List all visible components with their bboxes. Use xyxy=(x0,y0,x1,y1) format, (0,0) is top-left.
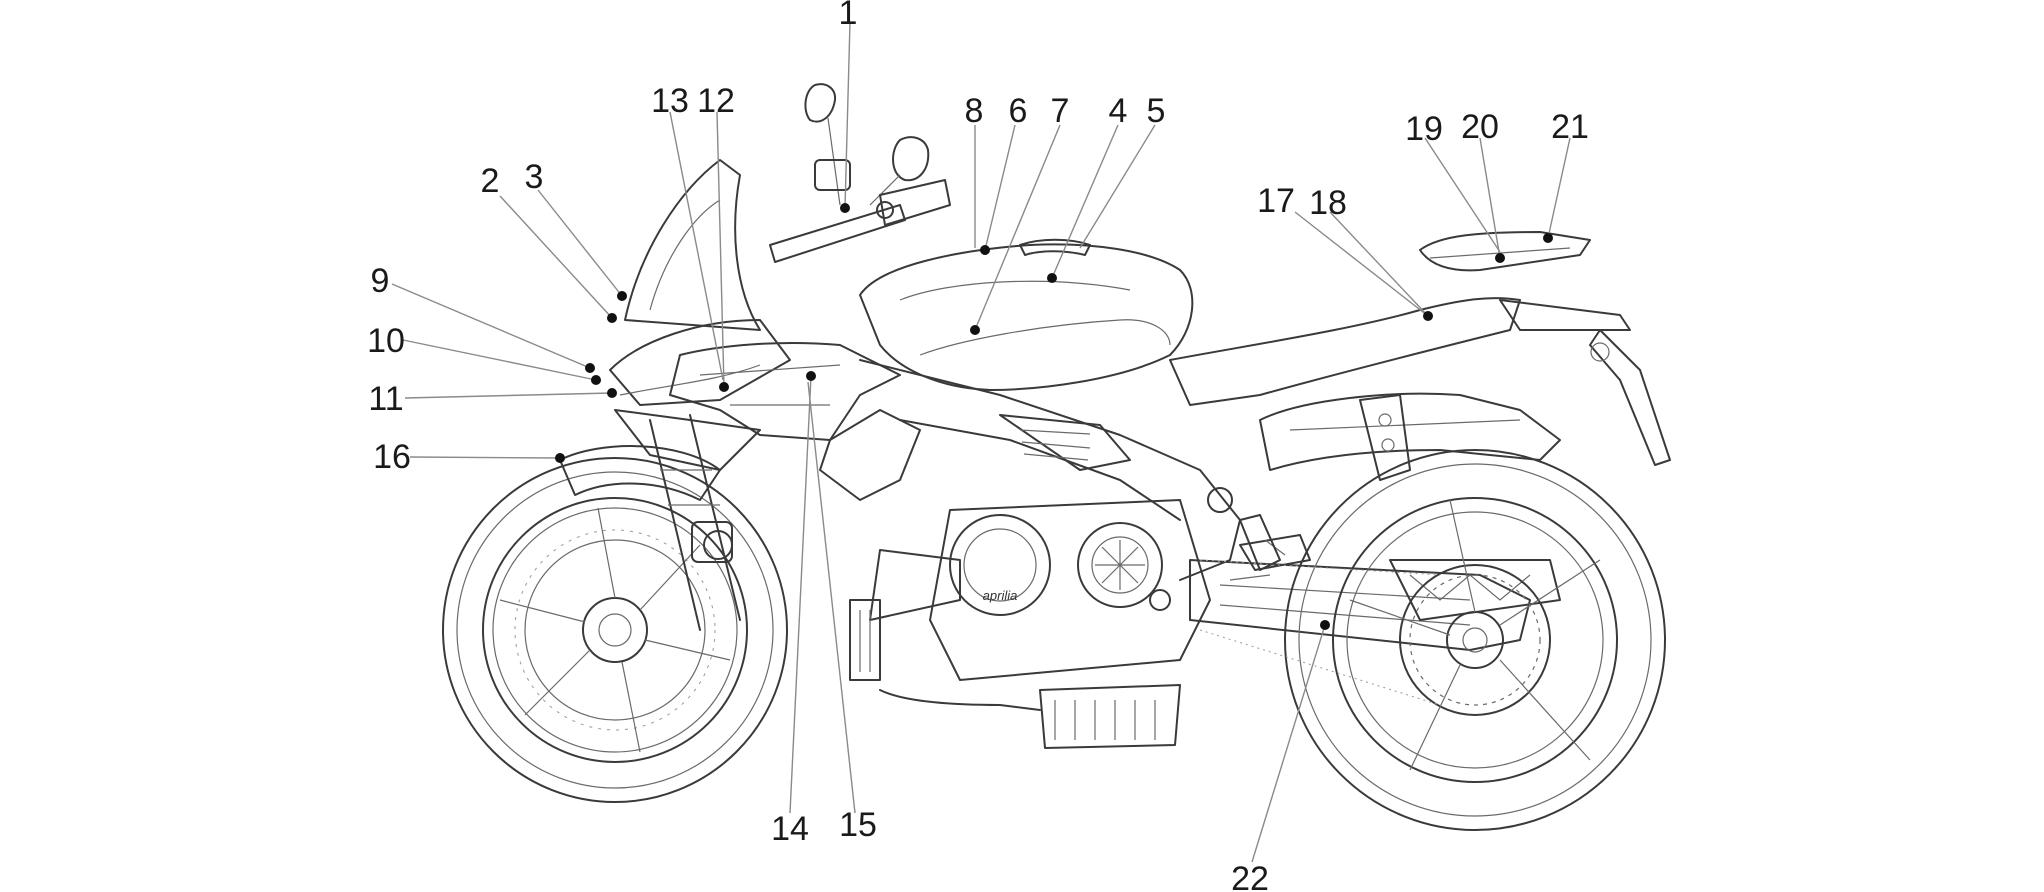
dot-5 xyxy=(980,245,990,255)
callout-13: 13 xyxy=(651,82,689,120)
callout-9: 9 xyxy=(371,262,390,300)
leader-16 xyxy=(409,456,561,459)
leader-9 xyxy=(391,283,591,369)
callout-18: 18 xyxy=(1309,184,1347,222)
dot-21 xyxy=(1543,233,1553,243)
leader-19 xyxy=(1424,137,1501,253)
callout-4: 4 xyxy=(1109,92,1128,130)
dot-9 xyxy=(585,363,595,373)
callout-17: 17 xyxy=(1257,182,1295,220)
dot-22 xyxy=(1320,620,1330,630)
callout-21: 21 xyxy=(1551,108,1589,146)
callout-dots xyxy=(555,203,1553,630)
leader-18 xyxy=(1329,211,1429,317)
chain xyxy=(1199,559,1441,706)
dot-4 xyxy=(1047,273,1057,283)
dot-16 xyxy=(555,453,565,463)
front-fender xyxy=(559,445,721,501)
callout-12: 12 xyxy=(697,82,735,120)
dot-7 xyxy=(970,325,980,335)
leader-12 xyxy=(716,111,725,388)
leader-5 xyxy=(1079,124,1156,249)
rear-subframe xyxy=(1239,394,1411,571)
leader-13 xyxy=(669,111,724,381)
handlebar-assembly xyxy=(769,83,951,263)
dot-3 xyxy=(617,291,627,301)
leader-4 xyxy=(1051,124,1119,279)
frame-engine xyxy=(849,359,1241,749)
exhaust xyxy=(1259,392,1561,471)
callout-2: 2 xyxy=(481,162,500,200)
front-fork xyxy=(649,414,741,631)
callout-labels: 1 2 3 4 5 6 7 8 9 10 11 12 13 14 15 16 1… xyxy=(367,0,1589,892)
callout-8: 8 xyxy=(965,92,984,130)
fuel-tank xyxy=(859,238,1194,391)
callout-22: 22 xyxy=(1231,860,1269,892)
front-fairing xyxy=(609,159,791,471)
dot-1 xyxy=(840,203,850,213)
callout-3: 3 xyxy=(525,158,544,196)
dot-14 xyxy=(806,371,816,381)
dot-12 xyxy=(719,382,729,392)
leader-3 xyxy=(537,189,623,297)
dot-20 xyxy=(1495,253,1505,263)
callout-19: 19 xyxy=(1405,110,1443,148)
leader-21 xyxy=(1547,137,1571,239)
seat-and-tail xyxy=(1169,231,1671,466)
leader-14 xyxy=(789,375,812,814)
callout-10: 10 xyxy=(367,322,405,360)
leader-lines xyxy=(391,21,1571,863)
callout-7: 7 xyxy=(1051,92,1070,130)
callout-14: 14 xyxy=(771,810,809,848)
callout-5: 5 xyxy=(1147,92,1166,130)
brand-logo: aprilia xyxy=(983,588,1018,603)
callout-6: 6 xyxy=(1009,92,1028,130)
leader-2 xyxy=(499,195,613,319)
front-wheel xyxy=(442,457,788,803)
leader-20 xyxy=(1479,137,1501,259)
dot-18 xyxy=(1423,311,1433,321)
leader-10 xyxy=(402,339,597,381)
leader-6 xyxy=(984,124,1016,251)
leader-7 xyxy=(974,124,1061,331)
dot-11 xyxy=(607,388,617,398)
dot-2 xyxy=(607,313,617,323)
leader-22 xyxy=(1251,624,1326,863)
dot-10 xyxy=(591,375,601,385)
leader-11 xyxy=(404,392,613,399)
motorcycle-drawing: aprilia xyxy=(442,83,1671,831)
callout-16: 16 xyxy=(373,438,411,476)
callout-20: 20 xyxy=(1461,108,1499,146)
leader-17 xyxy=(1294,211,1429,317)
rear-wheel xyxy=(1284,449,1666,831)
callout-11: 11 xyxy=(368,380,403,418)
leader-15 xyxy=(807,381,856,814)
callout-15: 15 xyxy=(839,806,877,844)
callout-1: 1 xyxy=(839,0,858,32)
swingarm xyxy=(1189,534,1561,651)
leader-1 xyxy=(844,21,851,209)
